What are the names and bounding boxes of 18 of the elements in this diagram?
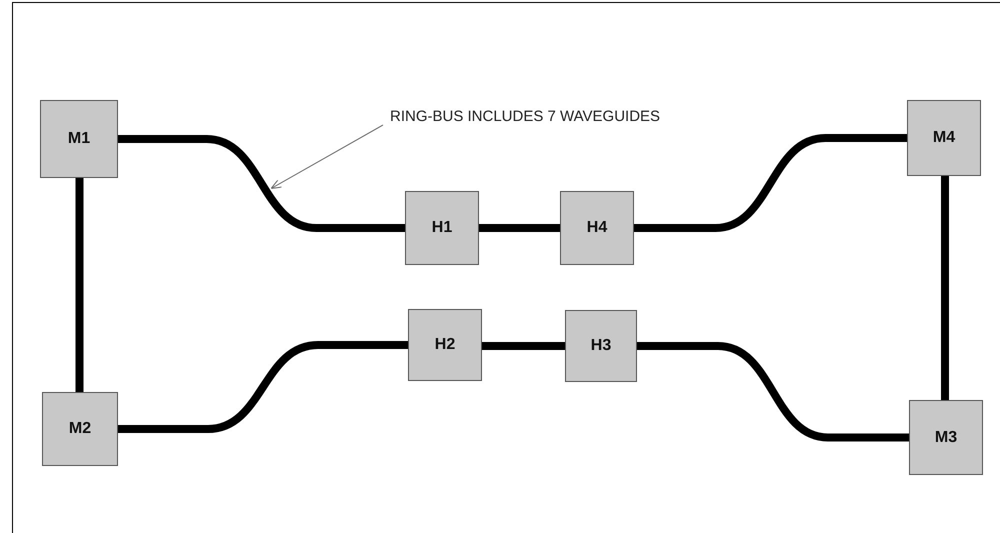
module-box: H3 (565, 310, 637, 382)
callout-text: RING-BUS INCLUDES 7 WAVEGUIDES (390, 108, 660, 125)
waveguide-line (634, 134, 907, 232)
waveguide-line (76, 178, 84, 392)
waveguide-line (118, 135, 405, 232)
waveguide-line (941, 176, 949, 400)
leader-line (270, 124, 384, 189)
waveguide-line (479, 224, 560, 232)
module-box: H1 (405, 191, 479, 265)
module-box: M1 (40, 100, 118, 178)
module-box: M3 (909, 400, 983, 475)
module-box: H2 (408, 309, 482, 381)
waveguide-line (118, 341, 408, 433)
module-box: H4 (560, 191, 634, 265)
module-box: M4 (907, 100, 981, 176)
waveguide-line (482, 342, 565, 350)
module-box: M2 (42, 392, 118, 466)
waveguide-line (637, 342, 909, 442)
